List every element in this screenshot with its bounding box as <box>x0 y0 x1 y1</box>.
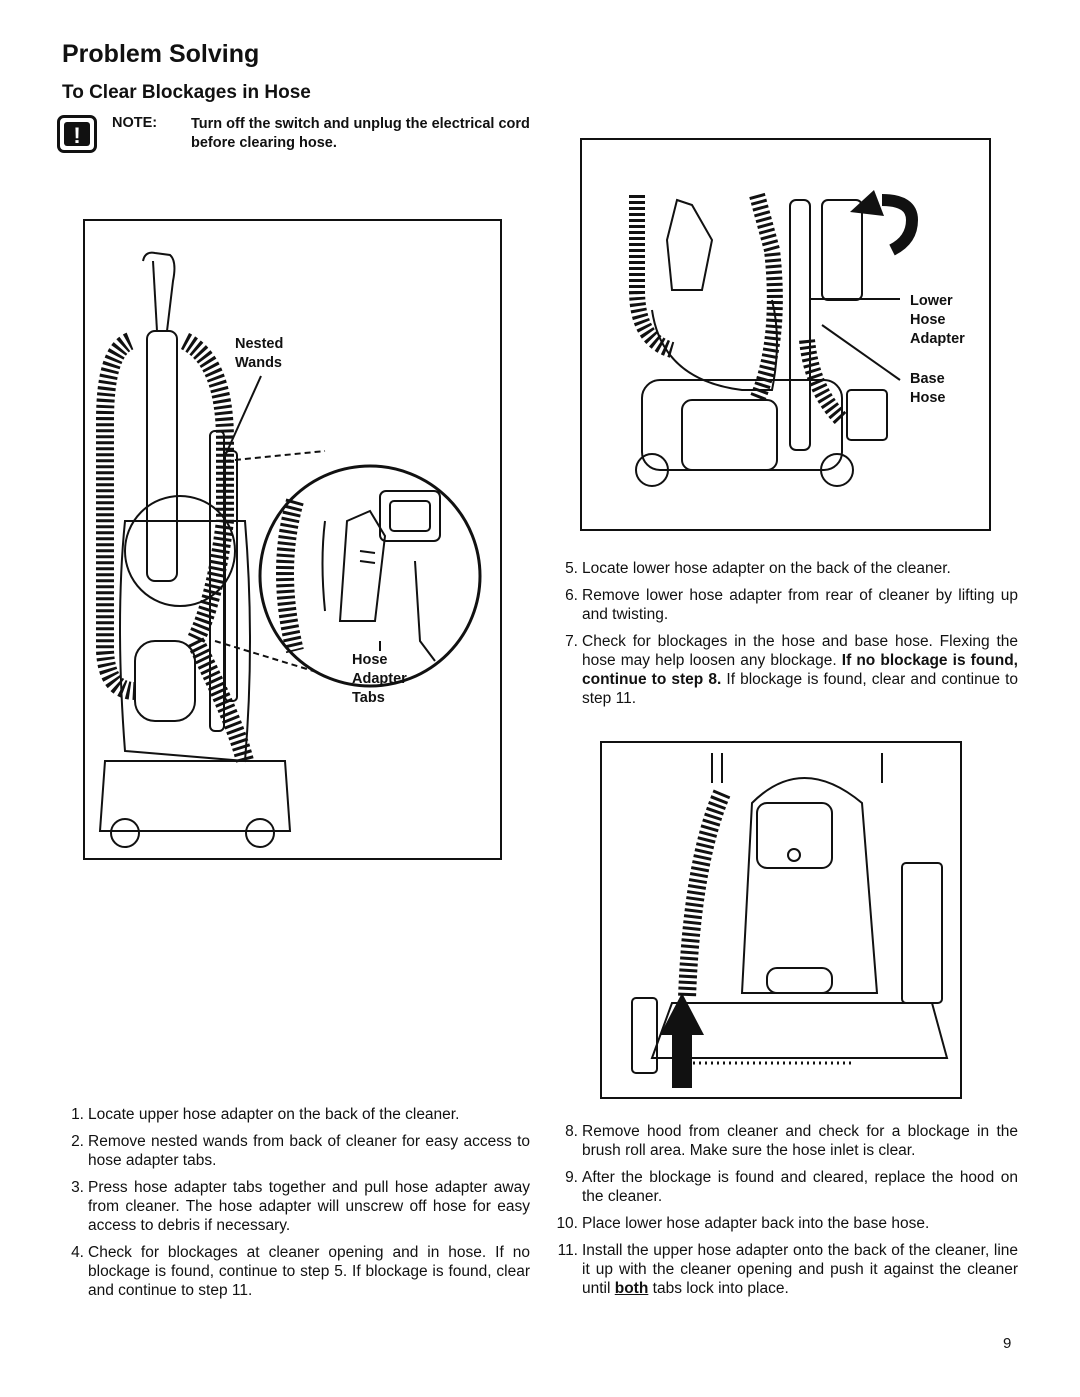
list-item: 5.Locate lower hose adapter on the back … <box>565 560 951 577</box>
list-item: 7.Check for blockages in the hose and ba… <box>565 633 1019 707</box>
label-nested-wands: Nested Wands <box>235 336 284 371</box>
list-item: 9.After the blockage is found and cleare… <box>565 1169 1018 1205</box>
figure-brush-roll-area <box>600 741 962 1099</box>
note-prefix: NOTE: <box>112 115 158 131</box>
exclamation-icon: ! <box>57 115 97 153</box>
vacuum-hood-illustration <box>631 753 949 1088</box>
list-item: 10.Place lower hose adapter back into th… <box>556 1215 930 1232</box>
label-lower-hose-adapter: Lower Hose Adapter <box>910 293 965 347</box>
steps-right-bottom: 8.Remove hood from cleaner and check for… <box>556 1122 1018 1306</box>
note-text: Turn off the switch and unplug the elect… <box>191 116 530 151</box>
page-number: 9 <box>1003 1335 1012 1352</box>
vacuum-base-illustration <box>629 190 919 487</box>
steps-left: 1.Locate upper hose adapter on the back … <box>62 1105 530 1308</box>
section-title: To Clear Blockages in Hose <box>62 82 311 103</box>
list-item: 2.Remove nested wands from back of clean… <box>71 1133 530 1169</box>
steps-right-top: 5.Locate lower hose adapter on the back … <box>556 559 1018 716</box>
figure-lower-hose-adapter <box>580 138 991 531</box>
list-item: 4.Check for blockages at cleaner opening… <box>71 1244 530 1299</box>
list-item: 3.Press hose adapter tabs together and p… <box>71 1179 530 1234</box>
label-hose-adapter-tabs: Hose Adapter Tabs <box>352 652 407 706</box>
page-title: Problem Solving <box>62 40 260 68</box>
list-item: 11.Install the upper hose adapter onto t… <box>557 1242 1018 1297</box>
list-item: 8.Remove hood from cleaner and check for… <box>565 1123 1018 1159</box>
list-item: 1.Locate upper hose adapter on the back … <box>71 1106 460 1123</box>
list-item: 6.Remove lower hose adapter from rear of… <box>565 587 1018 623</box>
label-base-hose: Base Hose <box>910 371 946 406</box>
vacuum-rear-illustration <box>96 251 482 848</box>
figure-upper-hose-adapter <box>83 219 502 860</box>
